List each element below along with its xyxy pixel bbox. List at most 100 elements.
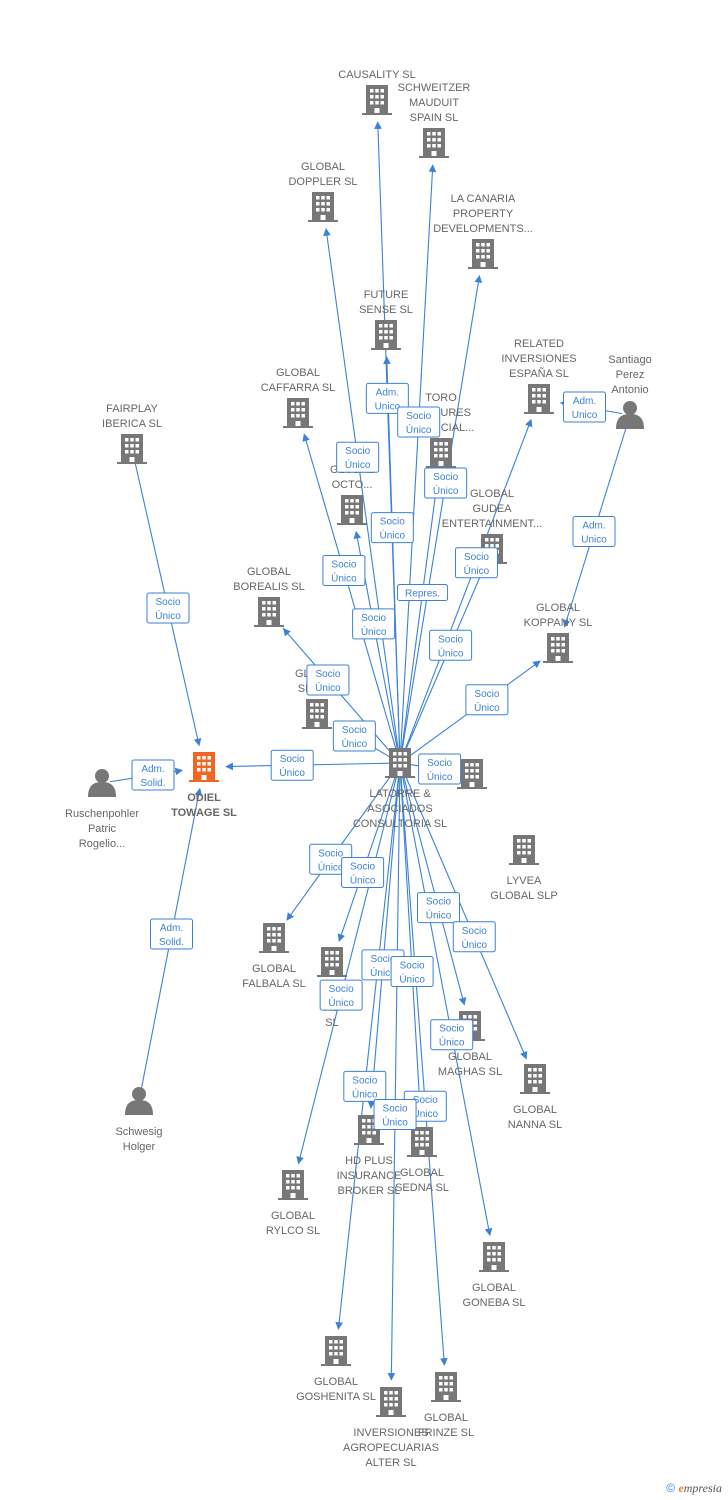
edge-latorre-future bbox=[383, 356, 401, 756]
edge-label-text: Adm. bbox=[582, 521, 605, 532]
edge-label-latorre-toro[interactable]: Repres. bbox=[397, 584, 449, 601]
node-label: SEDNA SL bbox=[395, 1182, 449, 1194]
node-label: Antonio bbox=[611, 384, 648, 396]
edge-label-text: Socio bbox=[474, 689, 499, 700]
building-icon bbox=[431, 1372, 461, 1402]
building-icon bbox=[302, 699, 332, 729]
edge-label-ruschen-odiel[interactable]: Adm.Solid. bbox=[131, 759, 175, 791]
edge-label-text: Socio bbox=[433, 472, 458, 483]
building-icon bbox=[371, 320, 401, 350]
building-icon bbox=[509, 835, 539, 865]
node-label: PROPERTY bbox=[453, 208, 514, 220]
node-label: GLOBAL bbox=[470, 488, 514, 500]
node-label: ESPAÑA SL bbox=[509, 367, 569, 380]
edge-label-text: Socio bbox=[342, 725, 367, 736]
node-odiel[interactable]: ODIEL TOWAGE SL bbox=[171, 752, 237, 819]
edge-label-schwesig-odiel[interactable]: Adm.Solid. bbox=[150, 918, 193, 950]
building-icon bbox=[543, 633, 573, 663]
node-label: TOWAGE SL bbox=[171, 807, 237, 819]
node-lacanaria[interactable]: LA CANARIAPROPERTYDEVELOPMENTS... bbox=[433, 193, 533, 269]
edge-label-text: Socio bbox=[370, 954, 395, 965]
node-label: GLOBAL bbox=[448, 1051, 492, 1063]
node-label: FAIRPLAY bbox=[106, 403, 158, 415]
building-icon bbox=[426, 438, 456, 468]
node-label: FRINZE SL bbox=[418, 1427, 474, 1439]
edge-label-text: Único bbox=[331, 572, 357, 585]
edge-label-text: Adm. bbox=[573, 396, 596, 407]
node-label: ASOCIADOS bbox=[367, 803, 432, 815]
node-label: GOSHENITA SL bbox=[296, 1391, 376, 1403]
edge-latorre-lacanaria bbox=[400, 274, 483, 756]
building-icon bbox=[189, 752, 219, 782]
node-rightbld[interactable] bbox=[457, 759, 487, 789]
node-octo[interactable]: GLOBALOCTO... bbox=[330, 464, 374, 525]
node-label: GONEBA SL bbox=[463, 1297, 526, 1309]
node-label: ODIEL bbox=[187, 792, 221, 804]
node-label: Patric bbox=[88, 823, 117, 835]
edge-label-text: Unico bbox=[375, 401, 401, 412]
node-fairplay[interactable]: FAIRPLAY IBERICA SL bbox=[102, 403, 162, 464]
node-ruschen[interactable]: RuschenpohlerPatricRogelio... bbox=[65, 769, 139, 850]
node-label: RYLCO SL bbox=[266, 1225, 320, 1237]
person-icon bbox=[616, 401, 644, 429]
edge-label-text: Socio bbox=[406, 411, 431, 422]
edge-label-santiago-koppany[interactable]: Adm.Unico bbox=[572, 516, 616, 547]
brand-logo[interactable]: empresia bbox=[678, 1481, 722, 1495]
node-label: IBERICA SL bbox=[102, 418, 162, 430]
node-causality[interactable]: CAUSALITY SL bbox=[338, 69, 416, 115]
edge-label-santiago-related[interactable]: Adm.Unico bbox=[563, 391, 606, 423]
node-label: Santiago bbox=[608, 354, 651, 366]
node-label: LATORRE & bbox=[369, 788, 431, 800]
edge-label-text: Único bbox=[370, 966, 396, 979]
edge-label-text: Único bbox=[399, 972, 425, 985]
node-label: INVERSIONES bbox=[353, 1427, 428, 1439]
node-gudea[interactable]: GLOBALGUDEAENTERTAINMENT... bbox=[442, 488, 542, 564]
edge-label-latorre-causality[interactable]: Adm.Unico bbox=[365, 382, 409, 414]
node-label: DOPPLER SL bbox=[288, 176, 357, 188]
